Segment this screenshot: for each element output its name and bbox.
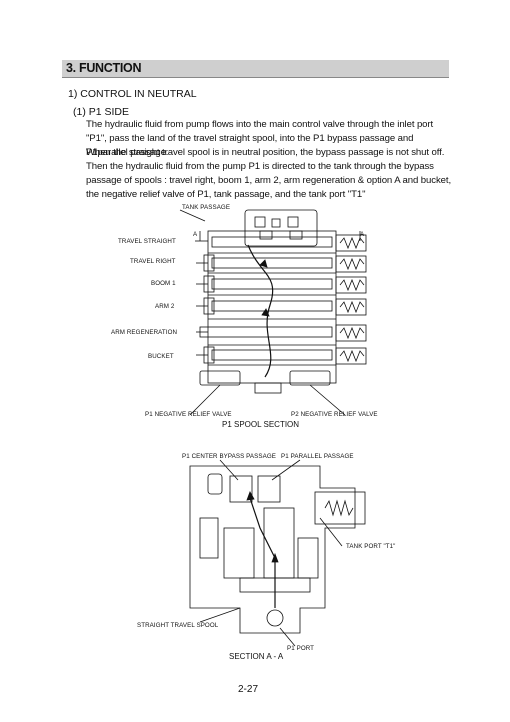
heading-p1-side: (1) P1 SIDE [73, 106, 130, 118]
caption-section-a-a: SECTION A - A [229, 652, 284, 661]
section-header: 3. FUNCTION [62, 60, 449, 78]
section-mark-left: A [193, 231, 198, 238]
caption-p1-spool-section: P1 SPOOL SECTION [222, 420, 300, 429]
label-p1-center-bypass: P1 CENTER BYPASS PASSAGE [182, 453, 276, 460]
label-p1-negative-relief: P1 NEGATIVE RELIEF VALVE [145, 411, 232, 418]
label-straight-travel-spool: STRAIGHT TRAVEL SPOOL [137, 622, 219, 629]
section-mark-right: A [360, 231, 365, 238]
paragraph-1: The hydraulic fluid from pump flows into… [86, 119, 434, 158]
label-travel-straight: TRAVEL STRAIGHT [118, 238, 176, 245]
page-number: 2-27 [238, 684, 259, 695]
p1-spool-section-drawing [179, 209, 367, 415]
section-a-a-drawing [189, 459, 366, 647]
label-p1-parallel: P1 PARALLEL PASSAGE [281, 453, 354, 460]
heading-control-in-neutral: 1) CONTROL IN NEUTRAL [68, 88, 197, 100]
section-title: 3. FUNCTION [66, 61, 142, 75]
paragraph-2: When the straight travel spool is in neu… [86, 147, 452, 200]
label-p1-port: P1 PORT [287, 645, 315, 652]
label-boom-1: BOOM 1 [151, 280, 176, 287]
label-tank-passage: TANK PASSAGE [182, 204, 231, 211]
label-arm-2: ARM 2 [155, 303, 175, 310]
label-tank-port-t1: TANK PORT "T1" [346, 543, 396, 550]
label-bucket: BUCKET [148, 353, 174, 360]
label-p2-negative-relief: P2 NEGATIVE RELIEF VALVE [291, 411, 378, 418]
label-arm-regeneration: ARM REGENERATION [111, 329, 178, 336]
label-travel-right: TRAVEL RIGHT [130, 258, 176, 265]
